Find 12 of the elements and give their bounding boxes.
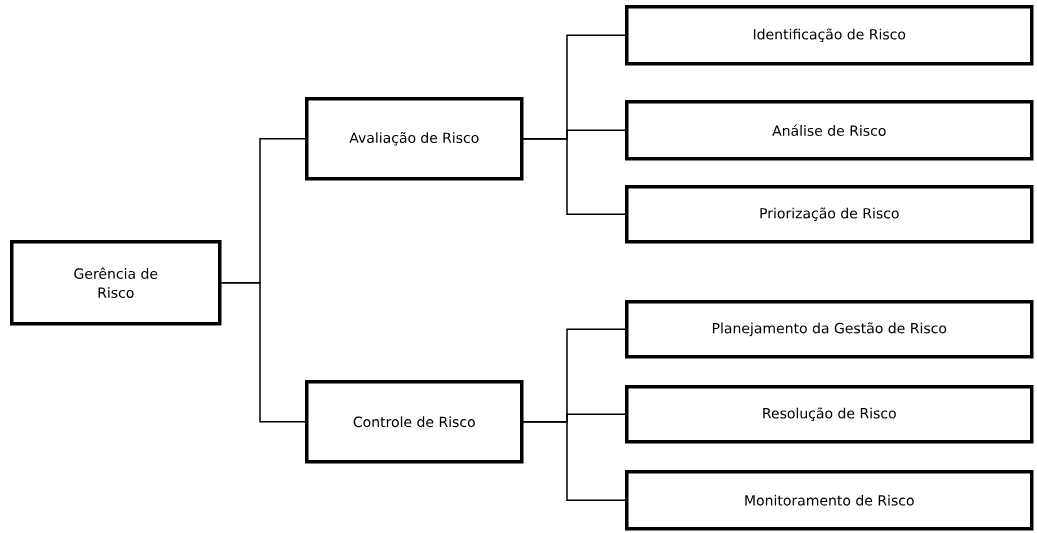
process-box: Controle de Risco — [305, 380, 524, 464]
process-box: Monitoramento de Risco — [625, 470, 1034, 531]
process-box: Identificação de Risco — [625, 5, 1034, 66]
connector-line — [522, 138, 626, 215]
process-box: Priorização de Risco — [625, 185, 1034, 244]
process-box: Análise de Risco — [625, 100, 1034, 161]
process-box: Resolução de Risco — [625, 385, 1034, 444]
root-box: Gerência de Risco — [10, 240, 222, 326]
connector-line — [220, 282, 306, 423]
process-box: Planejamento da Gestão de Risco — [625, 300, 1034, 359]
connector-line — [522, 421, 626, 501]
process-box: Avaliação de Risco — [305, 97, 524, 181]
